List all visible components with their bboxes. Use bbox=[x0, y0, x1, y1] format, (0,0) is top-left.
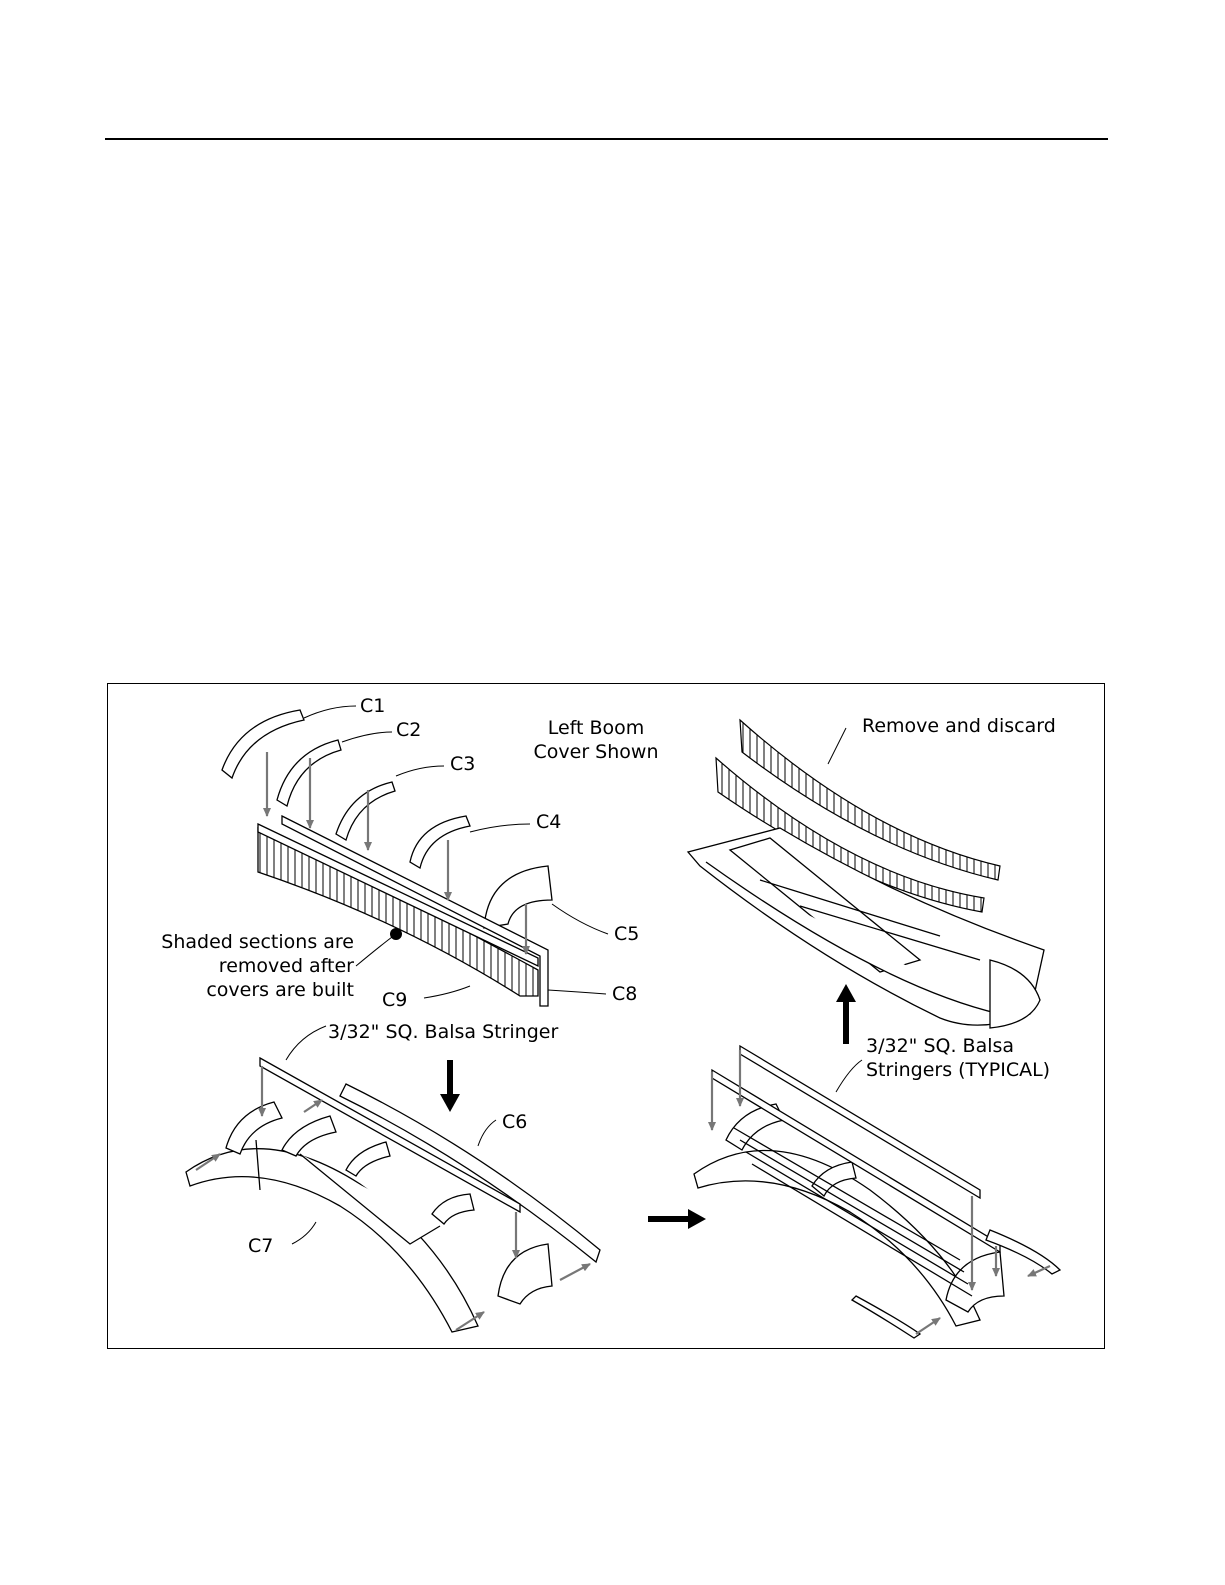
label-c8: C8 bbox=[612, 983, 637, 1005]
title-line-2: Cover Shown bbox=[534, 741, 659, 763]
label-c3: C3 bbox=[450, 753, 475, 775]
label-c2: C2 bbox=[396, 719, 421, 741]
former-c5 bbox=[484, 866, 552, 928]
bottom-left-assembly bbox=[186, 1058, 600, 1332]
former-c4 bbox=[410, 816, 470, 868]
bottom-right-assembly bbox=[694, 1046, 1060, 1338]
cover-frame-assembly bbox=[688, 828, 1044, 1028]
arrow-right bbox=[648, 1209, 706, 1229]
former-c1 bbox=[222, 710, 304, 778]
label-stringers-2: Stringers (TYPICAL) bbox=[866, 1059, 1050, 1081]
title-line-1: Left Boom bbox=[548, 717, 645, 739]
arrow-up bbox=[836, 984, 856, 1044]
label-c1: C1 bbox=[360, 695, 385, 717]
arrow-down bbox=[440, 1060, 460, 1112]
label-c6: C6 bbox=[502, 1111, 527, 1133]
label-shaded-3: covers are built bbox=[206, 979, 354, 1001]
label-c9: C9 bbox=[382, 989, 407, 1011]
label-stringer: 3/32" SQ. Balsa Stringer bbox=[328, 1021, 558, 1043]
label-shaded-2: removed after bbox=[219, 955, 354, 977]
label-c5: C5 bbox=[614, 923, 639, 945]
former-c3 bbox=[336, 782, 395, 840]
label-shaded-1: Shaded sections are bbox=[161, 931, 354, 953]
label-c7: C7 bbox=[248, 1235, 273, 1257]
label-c4: C4 bbox=[536, 811, 561, 833]
label-stringers-1: 3/32" SQ. Balsa bbox=[866, 1035, 1014, 1057]
label-remove: Remove and discard bbox=[862, 715, 1056, 737]
